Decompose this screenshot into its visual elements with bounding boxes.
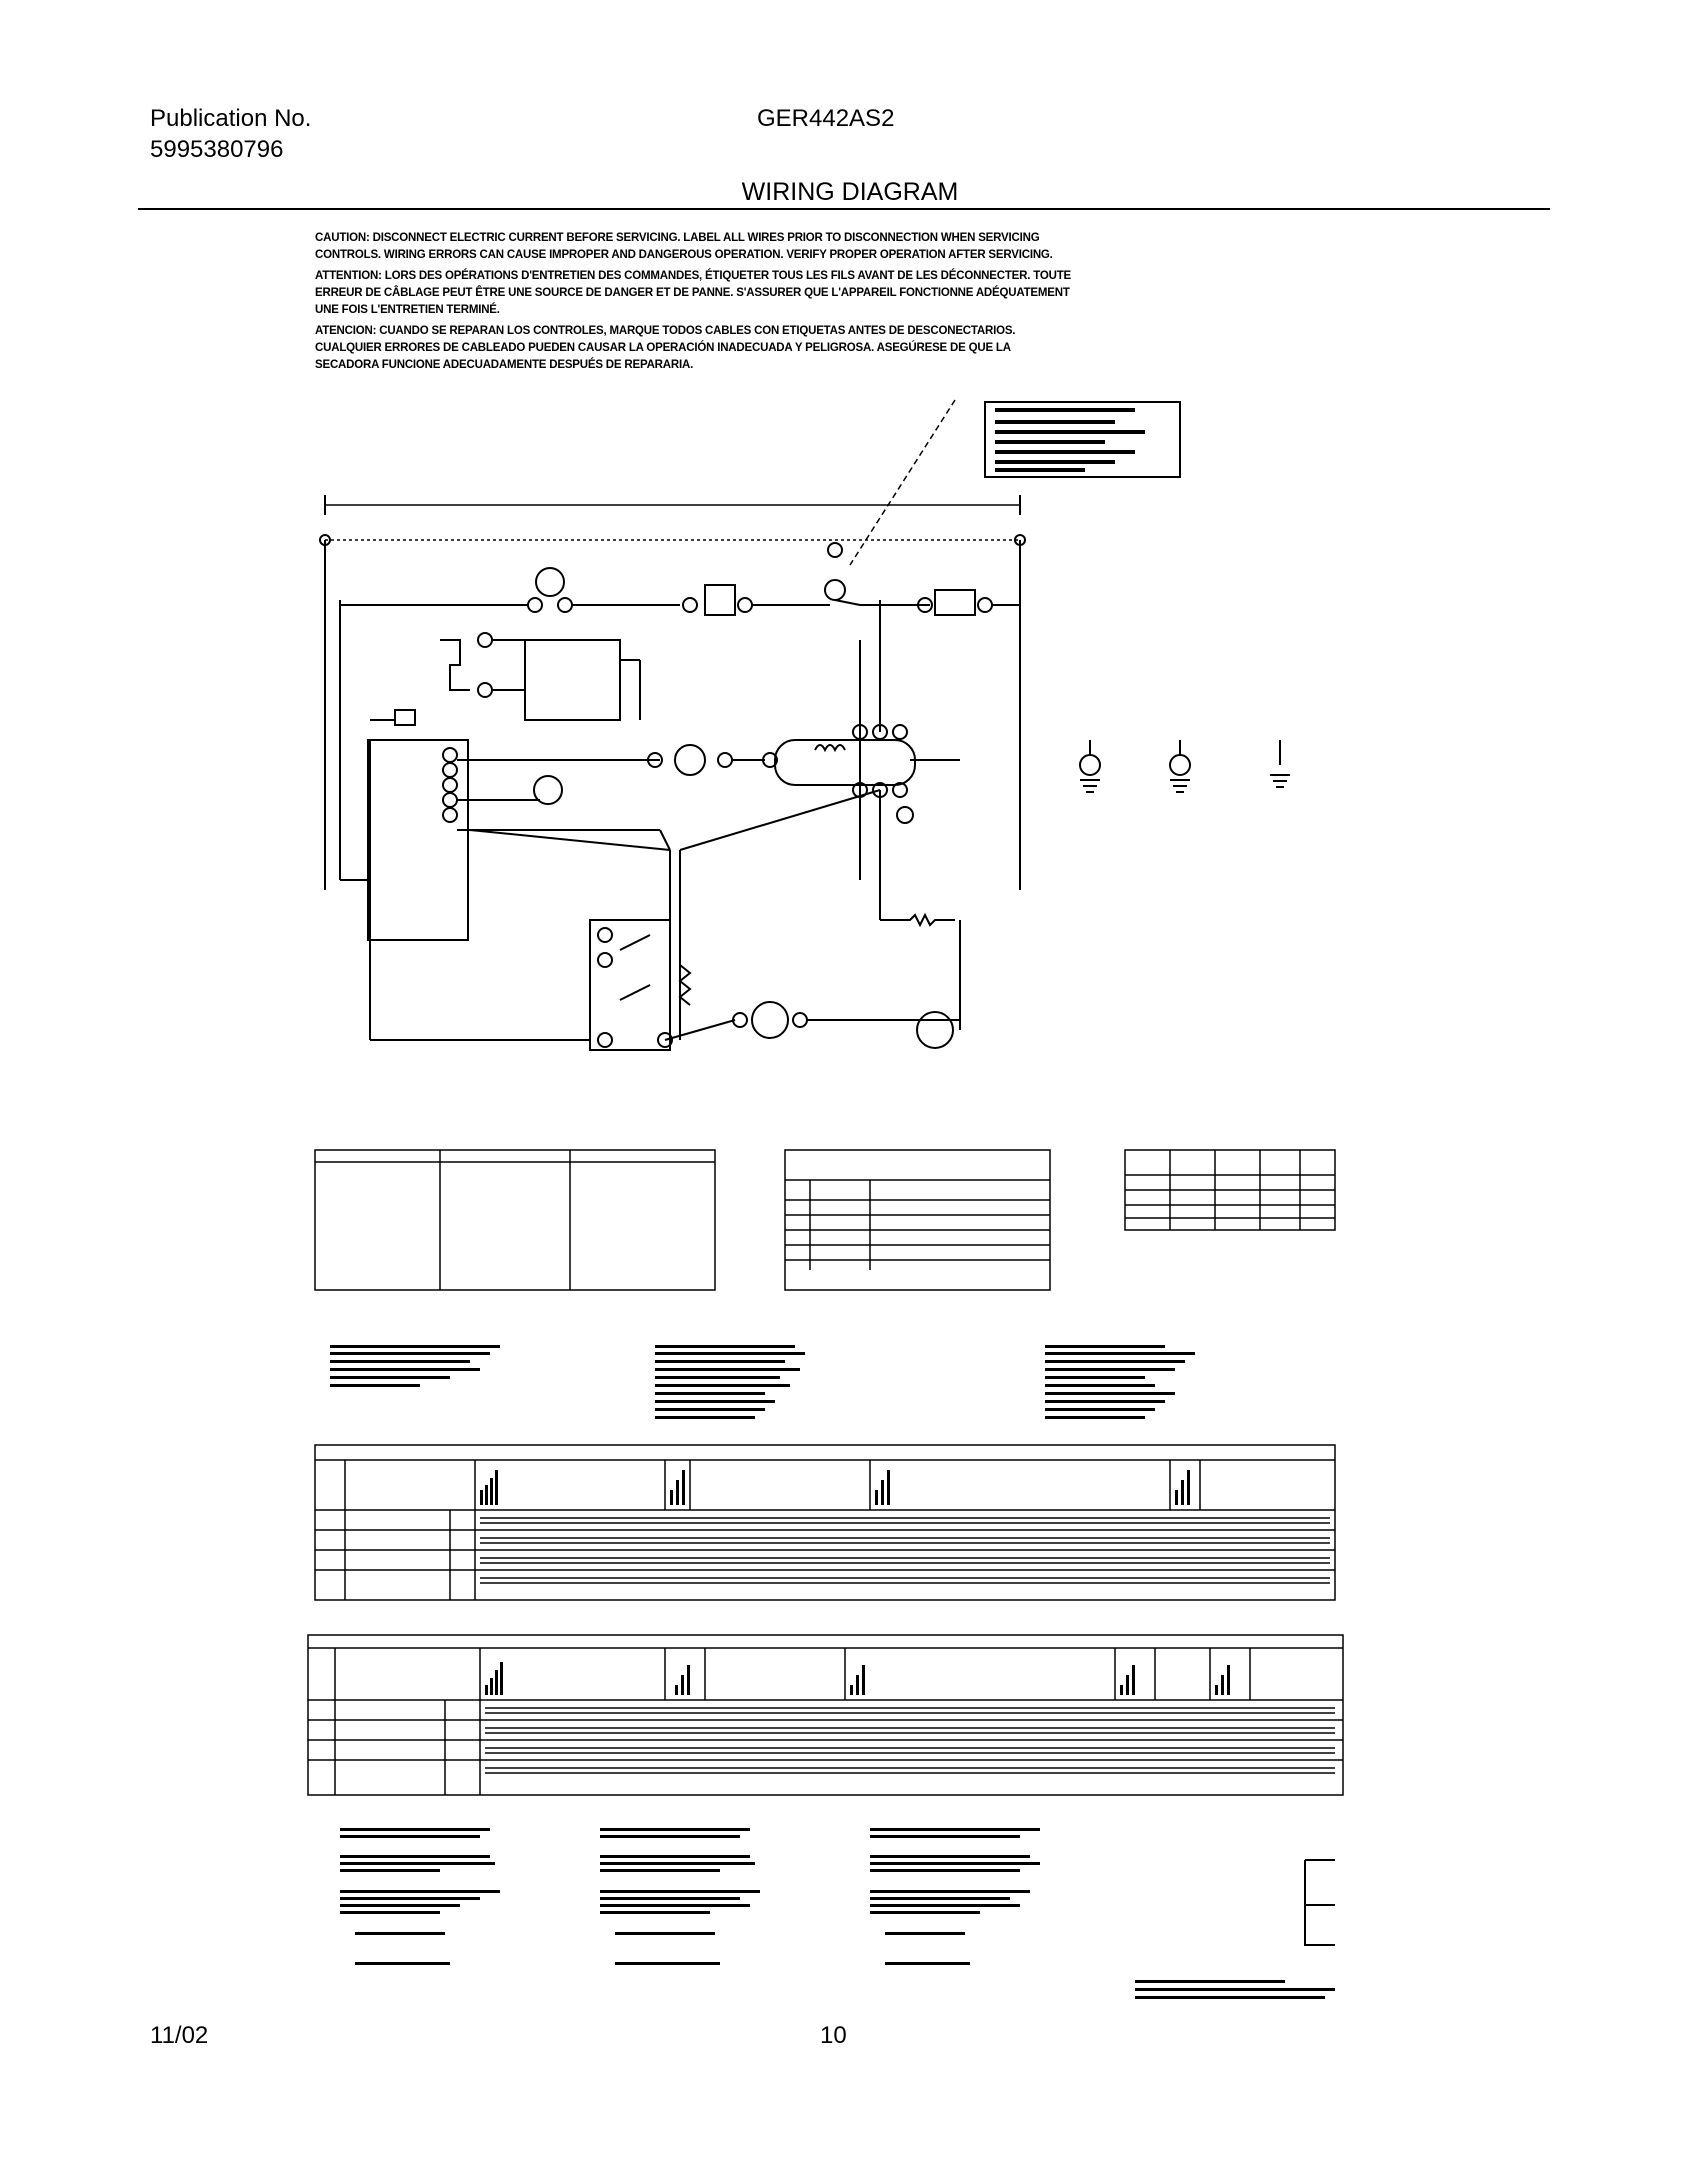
- caution-french: ATTENTION: LORS DES OPÉRATIONS D'ENTRETI…: [315, 270, 1072, 316]
- caution-spanish: ATENCION: CUANDO SE REPARAN LOS CONTROLE…: [315, 325, 1016, 371]
- page-title: WIRING DIAGRAM: [741, 178, 959, 206]
- model-number: GER442AS2: [757, 105, 895, 132]
- wire-spec-table: [784, 1149, 1051, 1291]
- title-divider: [138, 208, 1550, 210]
- page-number: 10: [820, 2022, 847, 2049]
- caution-english: CAUTION: DISCONNECT ELECTRIC CURRENT BEF…: [315, 232, 1053, 261]
- footer-date: 11/02: [150, 2022, 209, 2049]
- note-box: [984, 401, 1181, 478]
- timer-chart-2: [307, 1634, 1344, 1796]
- timer-chart-1: [314, 1444, 1336, 1601]
- symbol-legend-table: [314, 1149, 716, 1291]
- caution-block: CAUTION: DISCONNECT ELECTRIC CURRENT BEF…: [315, 230, 1075, 378]
- publication-label: Publication No.: [150, 105, 312, 132]
- publication-number: 5995380796: [150, 136, 284, 163]
